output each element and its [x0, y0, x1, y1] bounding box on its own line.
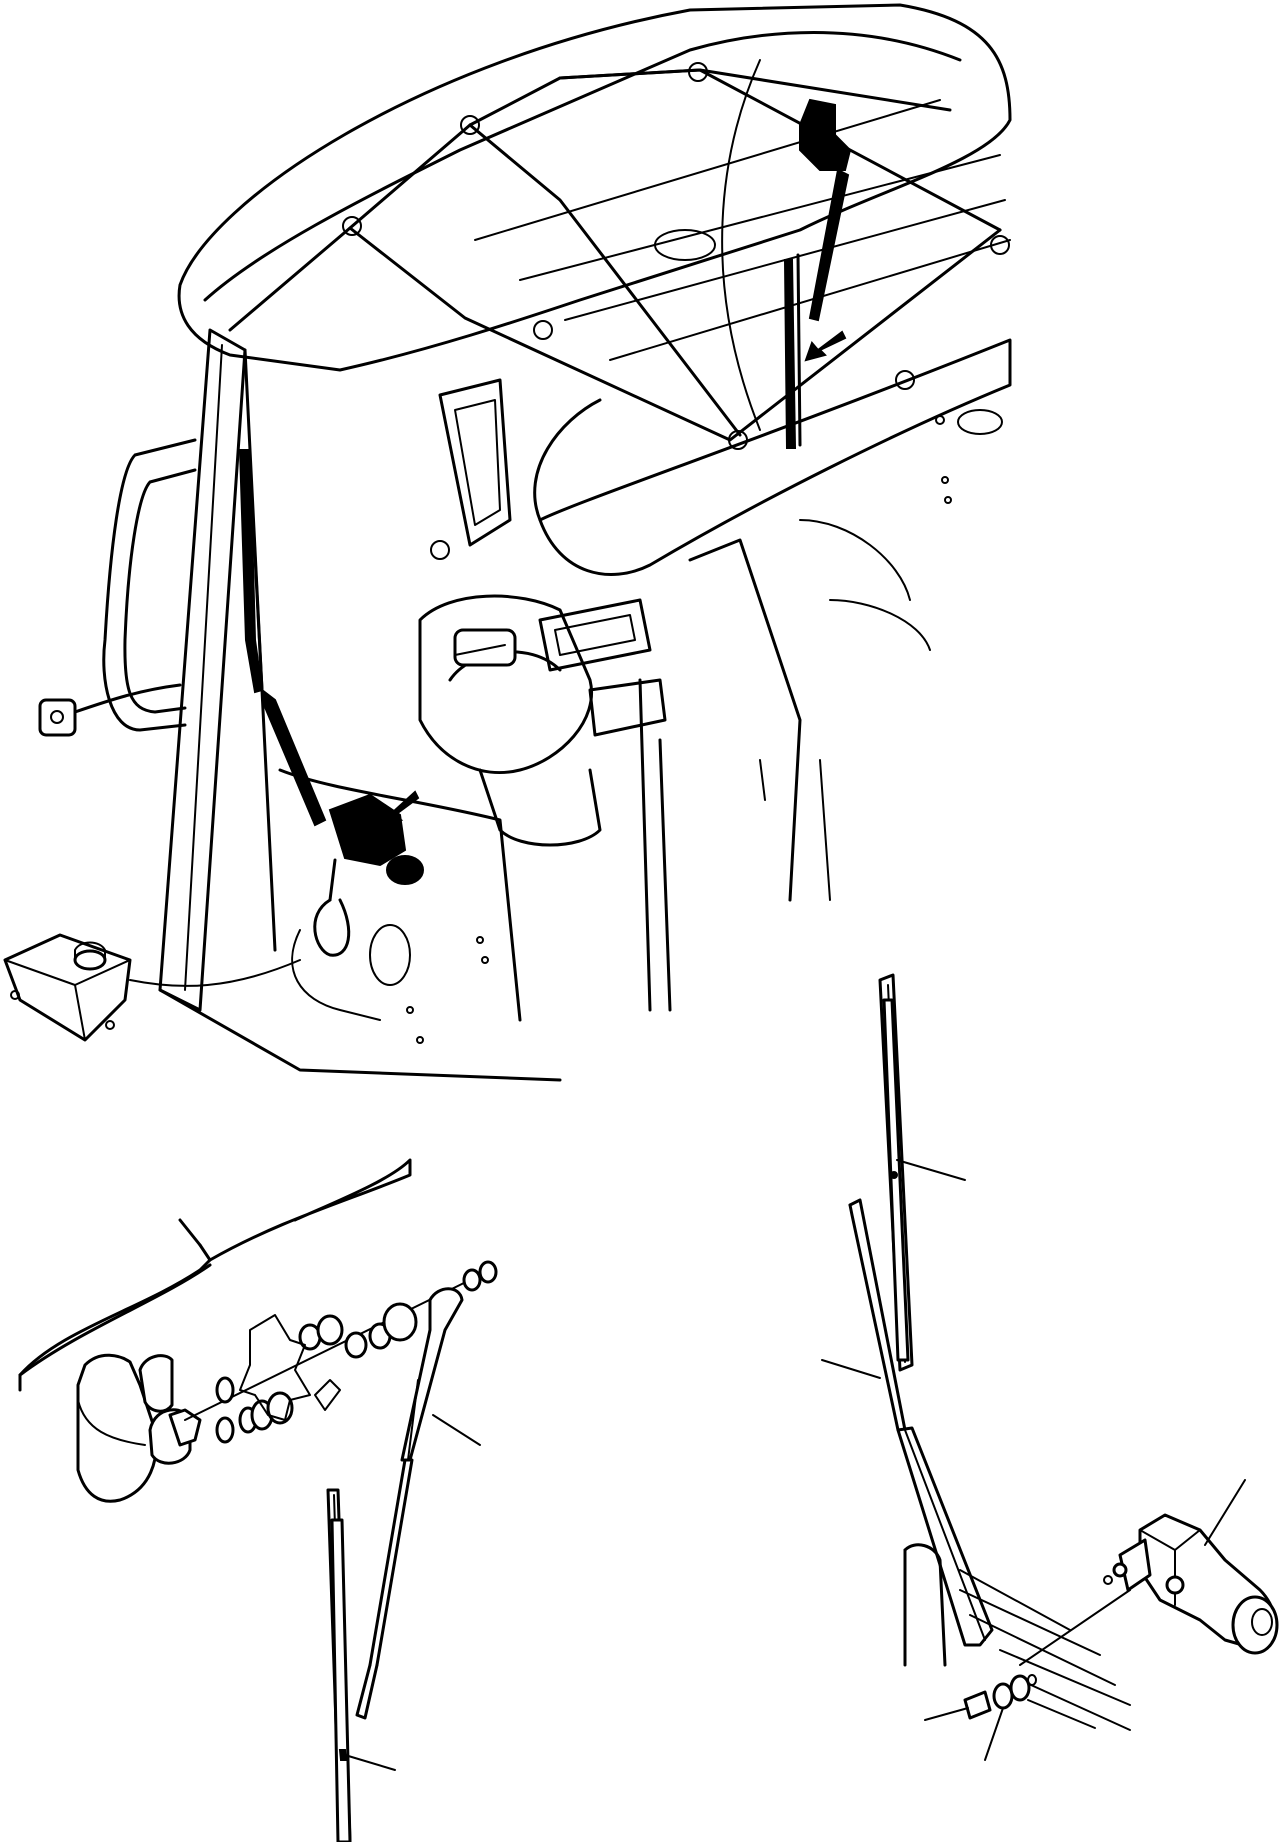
cab-overview	[3, 3, 1012, 1082]
rear-wiper-blade-highlight	[783, 259, 797, 449]
leader-line	[344, 1754, 396, 1771]
leader-line	[1027, 1699, 1096, 1729]
washer-tank	[3, 933, 132, 1042]
arrow-icon	[804, 330, 847, 362]
front-wiper-motor	[76, 1353, 158, 1503]
front-wiper-motor-highlight	[328, 793, 407, 867]
cab-roof-outline	[177, 3, 1012, 372]
leader-line	[896, 1159, 966, 1181]
leader-line	[1204, 1479, 1246, 1546]
rear-wiper-motor-highlight	[799, 98, 852, 171]
leader-line	[432, 1414, 481, 1446]
rear-wiper-exploded-view	[821, 973, 1279, 1761]
rear-wiper-nut	[963, 1690, 992, 1720]
leader-line	[821, 1359, 881, 1379]
rear-wiper-arm	[848, 1198, 907, 1432]
leader-line	[924, 1707, 969, 1721]
leader-line	[984, 1707, 1004, 1761]
arrow-icon	[380, 790, 420, 826]
front-wiper-exploded-view	[18, 1158, 498, 1842]
